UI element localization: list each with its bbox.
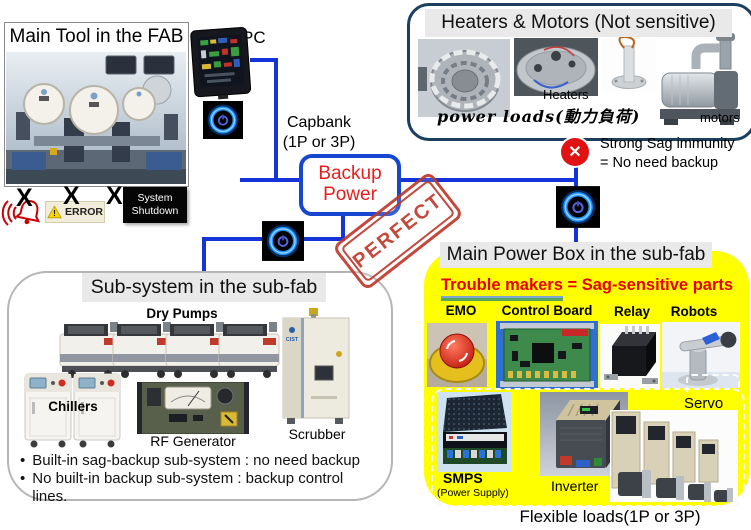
plate-heater-photo [514,38,598,96]
main-tool-photo [6,52,186,184]
relay-photo [600,324,660,388]
no-backup-x-icon: ✕ [561,138,589,166]
backup-power-box: Backup Power [299,154,401,216]
line-pc-vertical [274,58,278,182]
dry-pumps-label: Dry Pumps [146,306,218,321]
bullet-icon: • [20,452,26,469]
dry-pump-photo [112,322,174,378]
scrubber-brand: CIST [286,337,299,343]
x-mark-error: X [63,182,80,210]
trouble-makers-heading: Trouble makers = Sag-sensitive parts [440,276,734,294]
sag-immunity-note: Strong Sag immunity = No need backup [600,136,735,171]
pc-label: PC [242,28,266,47]
inverter-label: Inverter [551,478,599,494]
power-button-icon-mainpower [556,186,600,228]
robot-arm-photo [662,322,740,388]
line-bus-left [240,178,300,182]
servo-label: Servo [684,395,724,412]
system-shutdown-badge: System Shutdown [123,187,187,223]
scrubber-photo: CIST [282,308,350,424]
rf-generator-label: RF Generator [150,433,236,449]
error-badge: ! ERROR [45,201,105,223]
control-board-label: Control Board [501,303,593,318]
chillers-label: Chillers [48,399,98,414]
power-loads-label: power loads(動力負荷) [437,107,641,126]
control-board-photo [496,321,598,389]
flexible-loads-label: Flexible loads(1P or 3P) [519,507,701,526]
main-tool-panel: Main Tool in the FAB [4,22,189,187]
dry-pump-photo [165,322,227,378]
power-button-icon-pc [203,101,243,139]
system-shutdown-label: System Shutdown [131,191,179,217]
line-pc-horizontal [250,58,278,62]
ring-heater-photo [418,39,510,117]
bullet-item: • No built-in backup sub-system : backup… [20,470,344,505]
robots-label: Robots [670,304,718,319]
servo-set-photo [610,410,738,502]
emo-label: EMO [445,303,477,318]
line-backup-down [341,207,345,241]
flexible-loads-group [431,388,745,507]
pc-monitor-photo [189,25,254,108]
heater-element-photo [602,34,656,92]
vacuum-pump-motor-photo [658,33,744,127]
rf-generator-photo [137,382,249,434]
sub-system-notes: • Built-in sag-backup sub-system : no ne… [20,452,382,506]
line-bus-right [393,178,578,182]
flexible-loads-notch [686,374,740,392]
emo-button-photo [427,323,487,387]
sub-system-title: Sub-system in the sub-fab [82,273,326,302]
chiller-photo [24,373,72,448]
main-tool-title: Main Tool in the FAB [9,26,184,47]
heaters-label: Heaters [543,87,589,102]
smps-photo [437,392,511,472]
alarm-bell-icon [1,200,41,226]
main-power-title: Main Power Box in the sub-fab [440,242,712,268]
chiller-photo [73,373,121,448]
dry-pump-photo [218,322,280,378]
x-mark-alarm: X [16,184,33,212]
smps-sublabel: (Power Supply) [437,487,509,499]
inverter-photo [540,392,628,476]
x-mark-shutdown: X [106,182,123,210]
bullet-item: • Built-in sag-backup sub-system : no ne… [20,452,360,469]
bullet-icon: • [20,470,26,488]
warning-icon: ! [47,205,62,219]
relay-label: Relay [613,304,651,319]
line-subsystem-vertical [202,237,206,273]
heaters-motors-title: Heaters & Motors (Not sensitive) [425,9,732,37]
svg-text:!: ! [53,208,56,218]
power-button-icon-subsystem [262,221,304,261]
smps-label: SMPS [443,470,483,486]
scrubber-label: Scrubber [288,426,346,442]
capbank-label: Capbank (1P or 3P) [282,114,356,151]
motors-label: motors [700,110,740,125]
error-label: ERROR [65,206,103,218]
